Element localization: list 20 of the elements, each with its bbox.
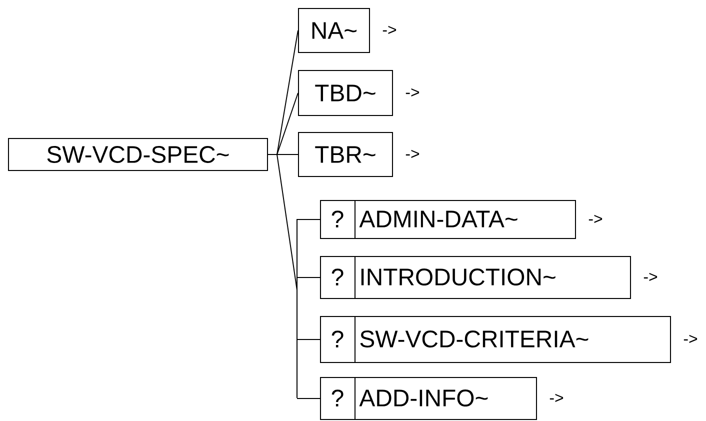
expand-marker: -> <box>644 272 658 281</box>
field-box: ? INTRODUCTION~ <box>320 256 631 299</box>
element-box: SW-VCD-SPEC~ <box>8 138 268 171</box>
connector-line <box>268 154 298 155</box>
expand-marker: -> <box>406 88 420 96</box>
expand-marker: -> <box>382 26 396 34</box>
element-box: TBR~ <box>298 132 393 177</box>
connector-line <box>296 398 320 399</box>
connector-line <box>296 339 320 340</box>
connector-line <box>296 219 320 220</box>
expand-marker: -> <box>588 214 602 223</box>
expand-marker: -> <box>550 394 564 402</box>
expand-marker: -> <box>684 334 698 343</box>
element-box: NA~ <box>298 8 370 53</box>
element-box: TBD~ <box>298 70 393 116</box>
field-box: ? SW-VCD-CRITERIA~ <box>320 316 671 363</box>
expand-marker: -> <box>406 150 420 158</box>
field-box: ? ADD-INFO~ <box>320 376 537 420</box>
field-box: ? ADMIN-DATA~ <box>320 200 576 239</box>
connector-line <box>296 277 320 278</box>
